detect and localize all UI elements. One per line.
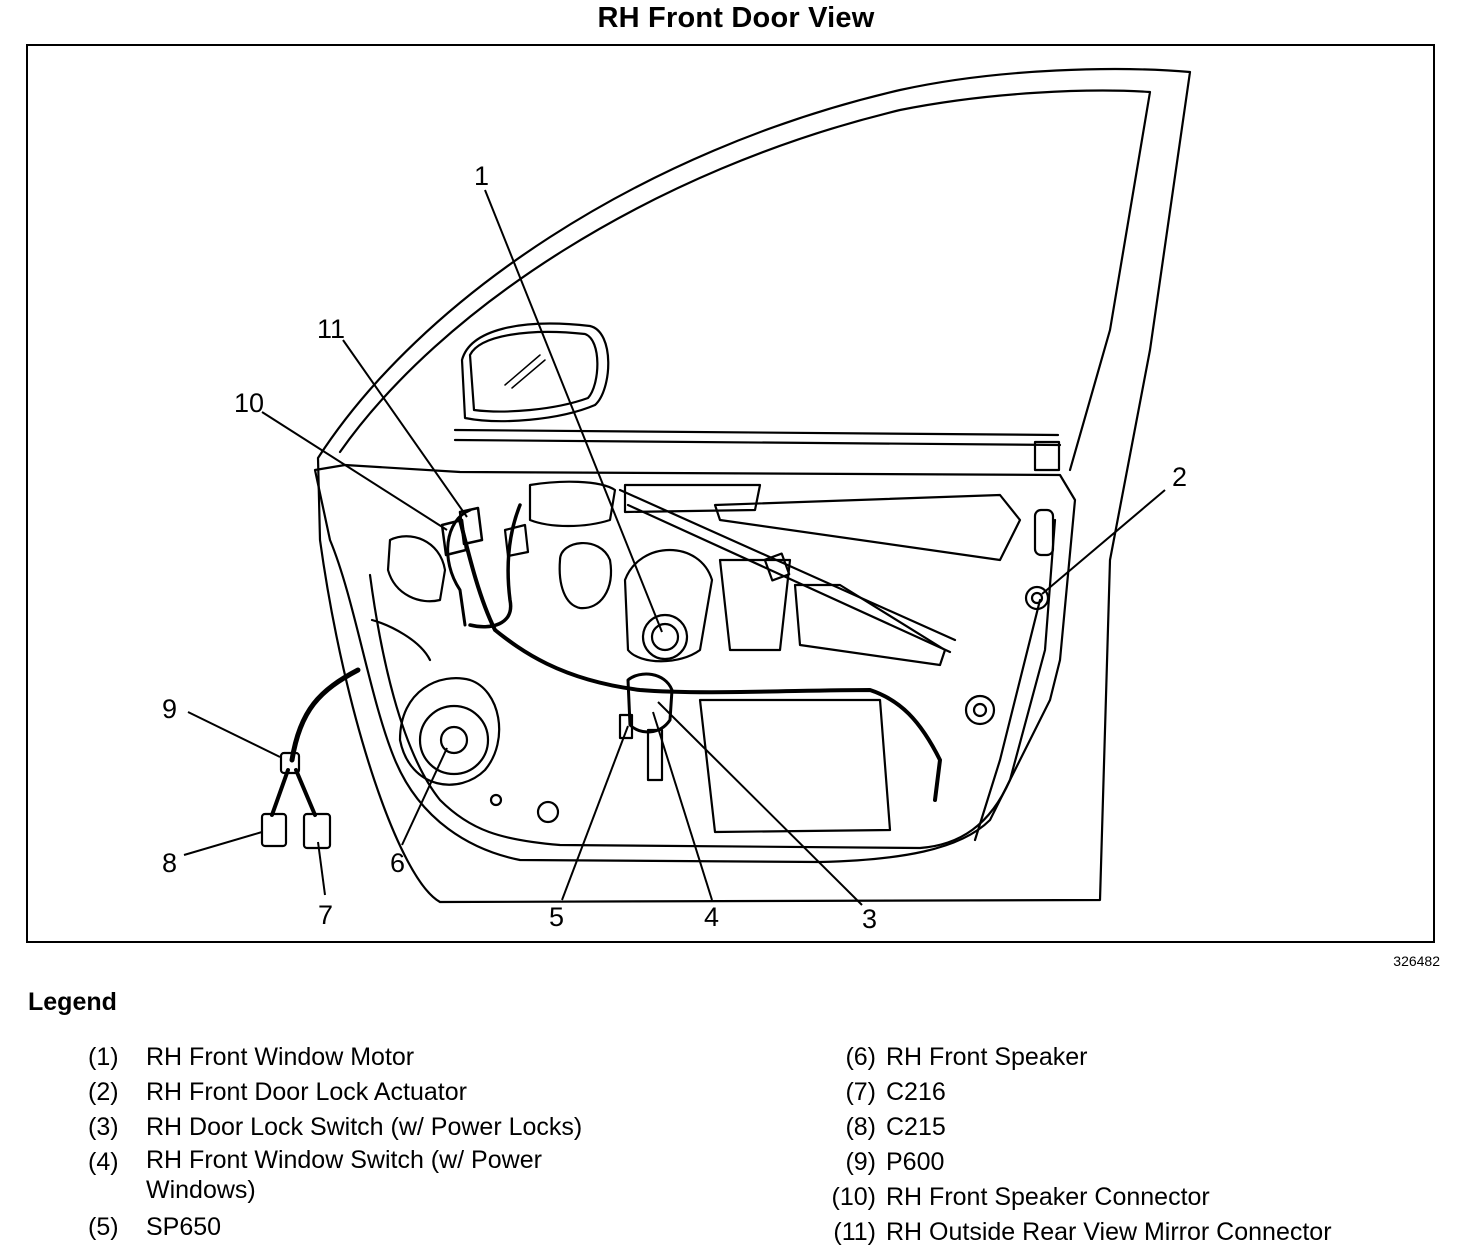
leader-11 [342, 339, 468, 518]
leader-3 [657, 701, 863, 906]
legend-right-column: (6) RH Front Speaker (7) C216 (8) C215 (… [812, 1040, 1432, 1250]
legend-number: (4) [88, 1148, 119, 1176]
callout-9: 9 [162, 694, 177, 724]
diagram-frame [26, 44, 1435, 943]
callout-10: 10 [234, 388, 264, 418]
legend-item: (10) RH Front Speaker Connector [812, 1180, 1432, 1215]
legend-item: (5) SP650 [88, 1210, 708, 1245]
harness-to-p600 [289, 667, 361, 763]
legend-item: (1) RH Front Window Motor [88, 1040, 708, 1075]
legend-text: C215 [886, 1113, 946, 1141]
callout-4: 4 [704, 902, 719, 932]
leader-9 [187, 711, 281, 758]
legend-item: (8) C215 [812, 1110, 1432, 1145]
legend-item: (2) RH Front Door Lock Actuator [88, 1075, 708, 1110]
legend-number: (1) [88, 1043, 119, 1071]
window-channel [453, 428, 1062, 447]
diagram-title: RH Front Door View [597, 2, 875, 34]
legend-number: (11) [833, 1218, 876, 1246]
legend-number: (5) [88, 1213, 119, 1241]
switch-cluster [626, 672, 674, 734]
legend-number: (2) [88, 1078, 119, 1106]
legend-text: P600 [886, 1148, 945, 1176]
legend-text: RH Door Lock Switch (w/ Power Locks) [146, 1113, 583, 1141]
legend-text: RH Front Door Lock Actuator [146, 1078, 467, 1106]
front-speaker [398, 677, 501, 786]
legend-text: RH Outside Rear View Mirror Connector [886, 1218, 1332, 1246]
callout-2: 2 [1172, 462, 1187, 492]
legend-item: (11) RH Outside Rear View Mirror Connect… [812, 1215, 1432, 1250]
leader-2 [1041, 489, 1166, 595]
legend-item: (7) C216 [812, 1075, 1432, 1110]
door-window-arch [316, 68, 1192, 904]
leader-8 [183, 831, 263, 856]
connector-c215 [260, 812, 288, 848]
callout-11: 11 [317, 314, 345, 344]
legend-item: (6) RH Front Speaker [812, 1040, 1432, 1075]
legend-text: RH Front Speaker Connector [886, 1183, 1210, 1211]
window-channel-clip [1033, 440, 1061, 472]
leader-5 [561, 725, 629, 901]
legend-number: (9) [845, 1148, 876, 1176]
callout-1: 1 [474, 161, 489, 191]
callout-6: 6 [390, 848, 405, 878]
door-illustration: 1 2 3 4 5 6 7 8 9 10 11 [162, 68, 1192, 934]
outside-mirror [460, 322, 610, 423]
legend-heading: Legend [28, 988, 117, 1016]
leader-7 [317, 841, 326, 896]
legend-text: SP650 [146, 1213, 222, 1241]
leader-10 [261, 411, 448, 531]
legend-text: C216 [886, 1078, 946, 1106]
legend-text: RH Front Speaker [886, 1043, 1088, 1071]
door-window-arch-inner [338, 89, 1152, 472]
legend-number: (8) [845, 1113, 876, 1141]
legend-text: RH Front Window Switch (w/ Power Windows… [146, 1146, 542, 1204]
legend-number: (3) [88, 1113, 119, 1141]
callout-7: 7 [318, 900, 333, 930]
legend-number: (7) [845, 1078, 876, 1106]
connector-11 [458, 506, 484, 546]
legend-item: (4) RH Front Window Switch (w/ Power Win… [88, 1145, 708, 1210]
leader-6 [401, 747, 448, 846]
door-lock-actuator [1024, 585, 1050, 611]
callout-8: 8 [162, 848, 177, 878]
window-motor [641, 613, 689, 661]
legend-item: (3) RH Door Lock Switch (w/ Power Locks) [88, 1110, 708, 1145]
callout-3: 3 [862, 904, 877, 934]
callout-5: 5 [549, 902, 564, 932]
figure-id: 326482 [1393, 953, 1440, 969]
connector-c216 [302, 812, 332, 850]
leader-1 [484, 189, 663, 633]
legend-number: (6) [845, 1043, 876, 1071]
legend-item: (9) P600 [812, 1145, 1432, 1180]
wiring-harness [458, 518, 942, 802]
connector-10 [440, 518, 468, 557]
legend-number: (10) [831, 1183, 876, 1211]
legend-text: RH Front Window Motor [146, 1043, 415, 1071]
legend-left-column: (1) RH Front Window Motor (2) RH Front D… [88, 1040, 708, 1245]
leader-4 [652, 711, 713, 901]
inner-door-panel [313, 463, 1077, 864]
